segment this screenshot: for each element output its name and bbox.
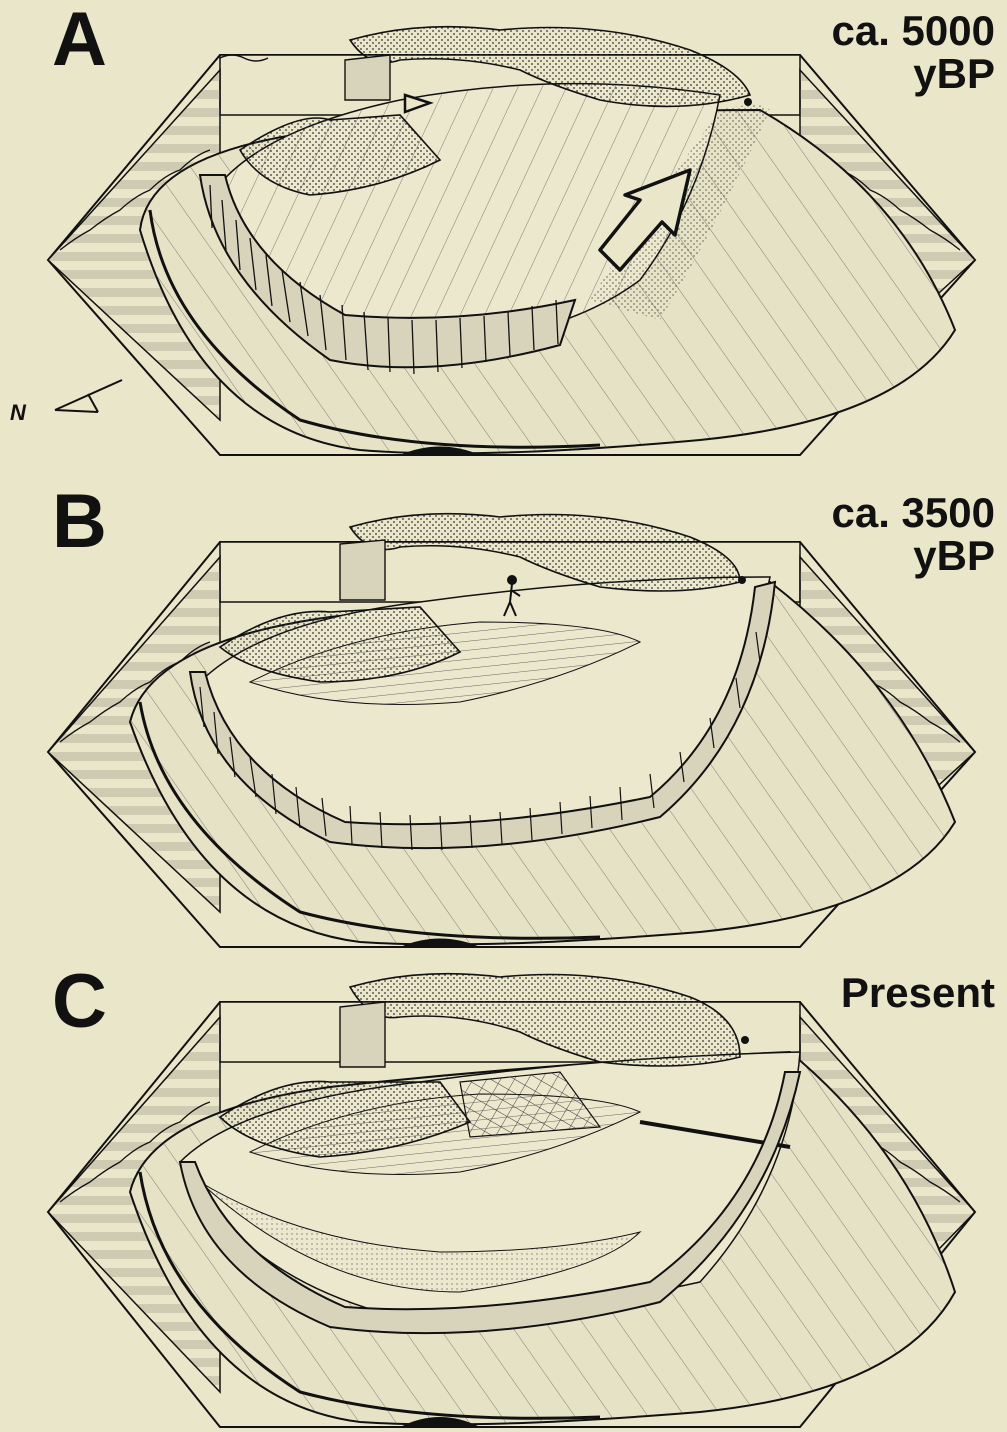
panel-date-a: ca. 5000 yBP <box>832 10 996 96</box>
panel-date-a-line1: ca. 5000 <box>832 10 996 53</box>
knoll-dot <box>744 98 752 106</box>
cliff-block-top <box>345 55 390 100</box>
north-label: N <box>10 400 26 426</box>
knoll-dot <box>738 576 746 584</box>
panel-c: C Present <box>0 962 1007 1432</box>
panel-date-b-line2: yBP <box>832 535 996 578</box>
panel-letter-a: A <box>52 2 107 78</box>
panel-date-b: ca. 3500 yBP <box>832 492 996 578</box>
knoll-dot <box>741 1036 749 1044</box>
panel-a: A ca. 5000 yBP N <box>0 0 1007 462</box>
north-arrow-icon <box>55 380 122 412</box>
cliff-block-top <box>340 540 385 600</box>
panel-letter-b: B <box>52 484 107 560</box>
cliff-block-top <box>340 1002 385 1067</box>
panel-date-c-line1: Present <box>841 972 995 1015</box>
panel-date-c: Present <box>841 972 995 1015</box>
panel-letter-c: C <box>52 964 107 1040</box>
panel-date-b-line1: ca. 3500 <box>832 492 996 535</box>
panel-b: B ca. 3500 yBP <box>0 482 1007 952</box>
block-diagram-c <box>0 962 1007 1432</box>
panel-date-a-line2: yBP <box>832 53 996 96</box>
